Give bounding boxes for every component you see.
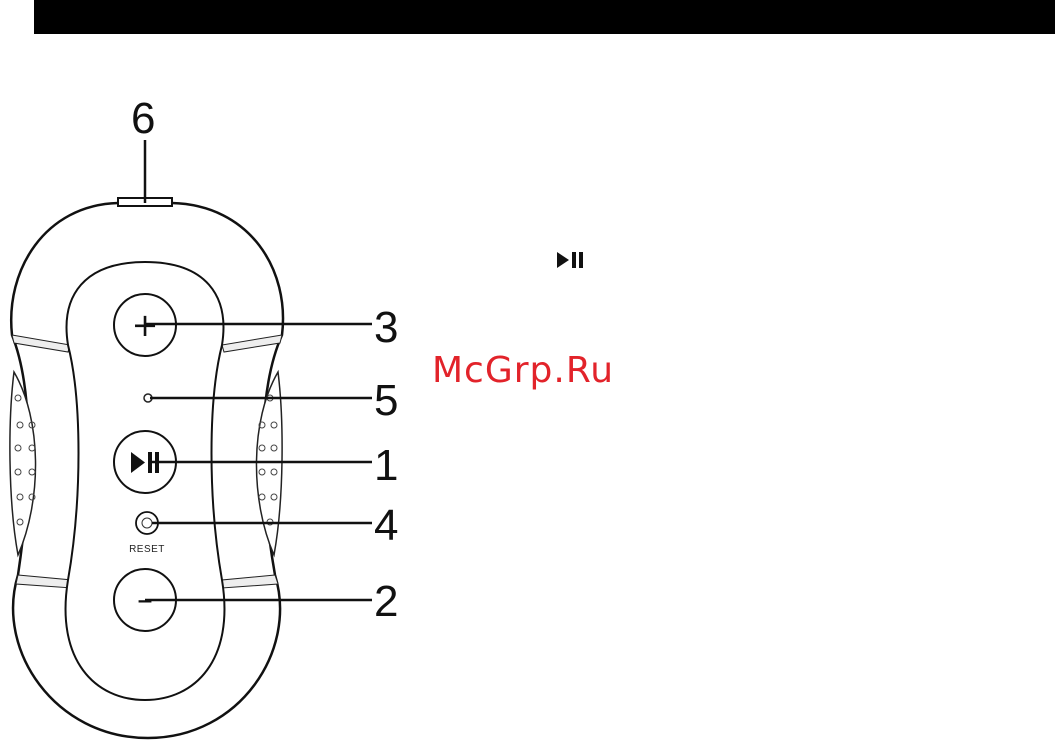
callout-4: 4 bbox=[374, 501, 398, 550]
callout-2: 2 bbox=[374, 577, 398, 626]
reset-label: RESET bbox=[129, 544, 165, 555]
callout-6: 6 bbox=[131, 94, 155, 143]
play-pause-icon bbox=[555, 250, 585, 270]
callout-3: 3 bbox=[374, 303, 398, 352]
reset-pinhole bbox=[142, 518, 152, 528]
callout-5: 5 bbox=[374, 376, 398, 425]
watermark: McGrp.Ru bbox=[432, 350, 614, 391]
callout-1: 1 bbox=[374, 441, 398, 490]
